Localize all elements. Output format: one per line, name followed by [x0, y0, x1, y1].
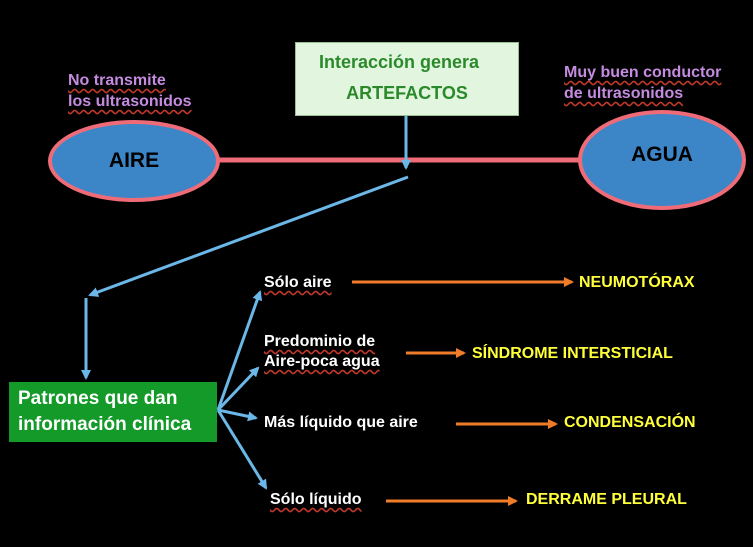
pattern-label-1: Sólo aire	[264, 274, 332, 291]
agua-node: AGUA	[578, 110, 746, 210]
patterns-box-line1: Patrones que dan	[18, 388, 178, 409]
pattern-label-2-line2: Aire-poca agua	[264, 353, 380, 370]
fan-arrow-4	[216, 409, 268, 490]
pattern-label-4: Sólo líquido	[270, 491, 362, 508]
artefactos-box-line2: ARTEFACTOS	[346, 83, 468, 103]
aire-note: No transmite los ultrasonidos	[68, 70, 192, 112]
artefactos-box: Interacción genera ARTEFACTOS	[295, 42, 519, 116]
result-sindrome-intersticial: SÍNDROME INTERSTICIAL	[472, 345, 673, 362]
fan-arrow-2	[216, 366, 260, 412]
agua-note-line2: de ultrasonidos	[564, 85, 684, 102]
result-neumotorax: NEUMOTÓRAX	[579, 274, 695, 291]
artefactos-box-line1: Interacción genera	[318, 52, 480, 72]
agua-node-label: AGUA	[631, 143, 693, 166]
pattern-label-2-line1: Predominio de	[264, 333, 376, 350]
agua-note-line1: Muy buen conductor	[564, 64, 722, 81]
patterns-box: Patrones que dan información clínica	[9, 382, 217, 442]
agua-note: Muy buen conductor de ultrasonidos	[564, 62, 721, 104]
aire-node-label: AIRE	[108, 149, 160, 172]
fan-arrow-1	[216, 290, 263, 411]
result-condensacion: CONDENSACIÓN	[564, 414, 696, 431]
result-derrame-pleural: DERRAME PLEURAL	[526, 491, 687, 508]
fan-arrow-3	[217, 408, 258, 422]
aire-note-line1: No transmite	[68, 72, 166, 89]
pattern-label-2: Predominio de Aire-poca agua	[264, 332, 380, 372]
pattern-label-3: Más líquido que aire	[264, 414, 418, 431]
aire-node: AIRE	[48, 120, 220, 202]
patterns-box-line2: información clínica	[18, 414, 192, 435]
diagonal-arrow	[88, 175, 409, 297]
aire-note-line2: los ultrasonidos	[68, 93, 192, 110]
